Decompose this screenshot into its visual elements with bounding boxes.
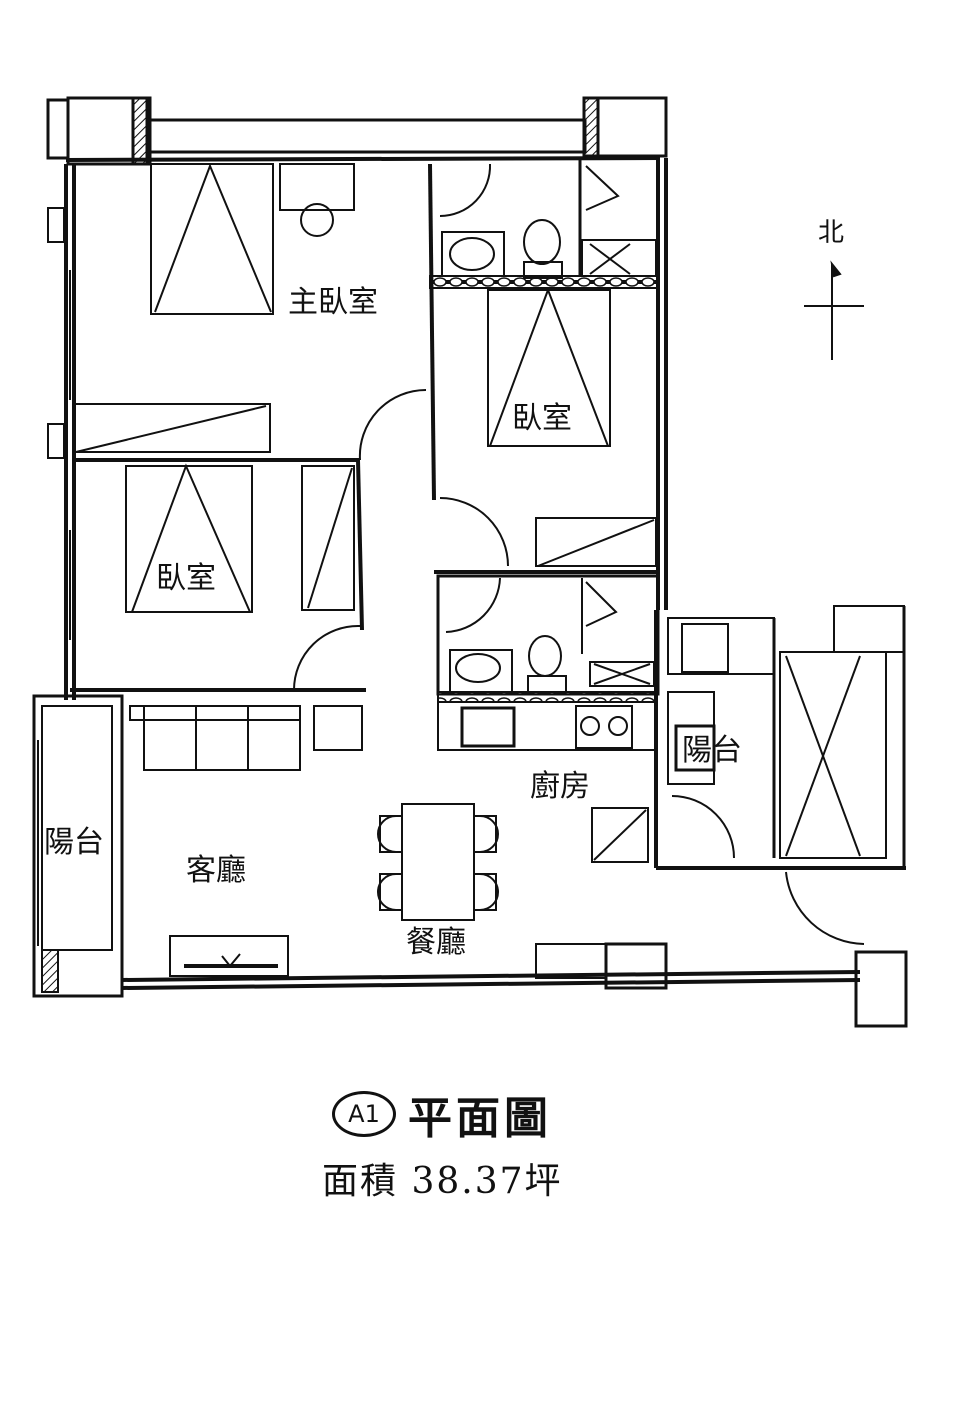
balcony-w-structure: [32, 694, 124, 998]
label-kitchen: 廚房: [530, 769, 590, 804]
bathroom-2: [436, 574, 660, 703]
bedroom-ne-furniture: [439, 287, 657, 567]
bathroom-1: [429, 160, 660, 289]
master-bed: [150, 163, 355, 315]
north-label: 北: [818, 218, 845, 248]
balcony-e-structure: [654, 605, 906, 870]
wall-master-east: [428, 163, 436, 501]
unit-code-badge: A1: [332, 1091, 396, 1137]
plan-title-text: 平面圖: [408, 1093, 552, 1144]
label-bedroom-w: 臥室: [156, 561, 216, 596]
area-value: 38.37: [411, 1161, 525, 1202]
area-unit: 坪: [524, 1161, 563, 1202]
door-entrance: [785, 871, 865, 945]
door-master: [358, 388, 427, 461]
label-bedroom-ne: 臥室: [512, 401, 572, 436]
bedroom-w-furniture: [125, 463, 355, 613]
north-arrow: [804, 260, 864, 360]
area-text: 面積 38.37坪: [322, 1152, 563, 1204]
label-living-room: 客廳: [186, 853, 246, 888]
area-label: 面積: [322, 1161, 399, 1202]
master-wardrobe: [73, 403, 271, 453]
label-balcony-w: 陽台: [44, 825, 104, 860]
west-windows: [47, 207, 71, 640]
column-south: [604, 942, 668, 990]
label-dining-room: 餐廳: [406, 925, 466, 960]
column-nw: [46, 96, 152, 166]
wall-bedroom-w-east: [356, 459, 364, 631]
column-ne: [582, 96, 668, 158]
column-se: [854, 950, 908, 1028]
tv-cabinet: [169, 935, 289, 977]
label-master-bedroom: 主臥室: [288, 285, 378, 320]
dining-table: [377, 803, 499, 921]
sofa: [129, 705, 363, 771]
plan-title: A1 平面圖: [332, 1082, 552, 1146]
label-balcony-e: 陽台: [682, 733, 742, 768]
door-bedroom-w: [293, 624, 361, 691]
north-ledge: [145, 118, 587, 154]
